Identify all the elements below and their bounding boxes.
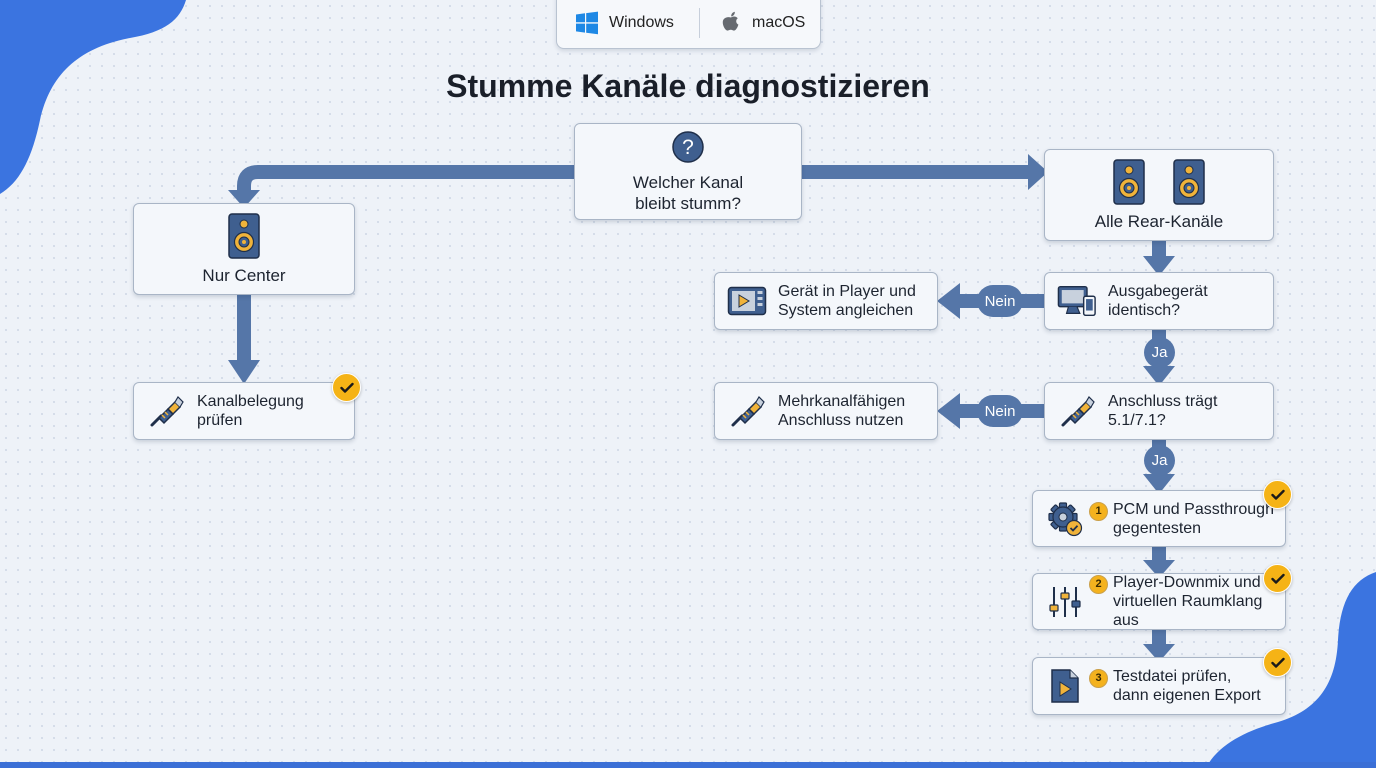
arrowhead-step2 bbox=[1143, 560, 1175, 578]
os-toggle: Windows macOS bbox=[556, 0, 821, 49]
node-ausgabegeraet-line2: identisch? bbox=[1108, 302, 1181, 319]
check-badge-step-3 bbox=[1263, 648, 1292, 677]
edge-label-ja: Ja bbox=[1144, 337, 1175, 368]
page-title: Stumme Kanäle diagnostizieren bbox=[446, 68, 930, 104]
checkmark-icon bbox=[1270, 657, 1285, 668]
arrowhead-step1 bbox=[1143, 474, 1175, 494]
os-toggle-divider bbox=[699, 7, 700, 38]
arrowhead-anschluss bbox=[1143, 366, 1175, 386]
question-icon: ? bbox=[672, 130, 704, 163]
node-geraet-player-line1: Gerät in Player und bbox=[778, 283, 916, 300]
node-mehrkanal-line2: Anschluss nutzen bbox=[778, 412, 904, 429]
macos-tab[interactable]: macOS bbox=[700, 0, 805, 48]
edge-label-nein: Nein bbox=[977, 285, 1023, 317]
node-geraet-player-line2: System angleichen bbox=[778, 302, 914, 319]
node-step-3-line1: Testdatei prüfen, bbox=[1113, 668, 1232, 685]
arrowhead-rear bbox=[1028, 154, 1048, 190]
checkmark-icon bbox=[1270, 489, 1285, 500]
edge-label-ja: Ja bbox=[1144, 445, 1175, 476]
node-ausgabegeraet-identisch: Ausgabegerät identisch? bbox=[1044, 272, 1274, 330]
node-step-1-line2: gegentesten bbox=[1113, 519, 1202, 537]
node-question-line2: bleibt stumm? bbox=[635, 193, 741, 213]
checkmark-icon bbox=[339, 382, 354, 393]
arrowhead-kanalbelegung bbox=[228, 360, 260, 384]
step-number-1: 1 bbox=[1089, 501, 1108, 521]
cable-plug-icon bbox=[731, 396, 765, 427]
speaker-pair-icon bbox=[1113, 158, 1205, 205]
node-step-2-line1: Player-Downmix und bbox=[1113, 574, 1261, 591]
node-nur-center: Nur Center bbox=[133, 203, 355, 295]
cable-plug-icon bbox=[150, 396, 184, 427]
windows-tab[interactable]: Windows bbox=[557, 0, 693, 48]
gear-check-icon bbox=[1048, 501, 1083, 536]
check-badge-step-2 bbox=[1263, 564, 1292, 593]
arrowhead-ausgabegeraet bbox=[1143, 256, 1175, 276]
node-question: ? Welcher Kanal bleibt stumm? bbox=[574, 123, 802, 220]
corner-shape-bottom-right bbox=[1206, 572, 1376, 768]
node-geraet-player-system: Gerät in Player und System angleichen bbox=[714, 272, 938, 330]
node-step-3: 3 Testdatei prüfen, dann eigenen Export bbox=[1032, 657, 1286, 715]
bottom-accent-bar bbox=[0, 762, 1376, 768]
node-kanalbelegung-line1: Kanalbelegung bbox=[197, 393, 304, 410]
node-step-2: 2 Player-Downmix und virtuellen Raumklan… bbox=[1032, 573, 1286, 630]
node-mehrkanal-anschluss: Mehrkanalfähigen Anschluss nutzen bbox=[714, 382, 938, 440]
node-step-1-line1: PCM und Passthrough bbox=[1113, 500, 1274, 518]
cable-plug-icon bbox=[1061, 396, 1095, 427]
connector-question-to-center bbox=[237, 165, 575, 192]
node-ausgabegeraet-line1: Ausgabegerät bbox=[1108, 283, 1208, 300]
node-alle-rear-kanaele: Alle Rear-Kanäle bbox=[1044, 149, 1274, 241]
apple-icon bbox=[722, 11, 739, 31]
step-number-2: 2 bbox=[1089, 575, 1108, 594]
step-number-3: 3 bbox=[1089, 669, 1108, 688]
node-kanalbelegung-pruefen: Kanalbelegung prüfen bbox=[133, 382, 355, 440]
arrowhead-step3 bbox=[1143, 644, 1175, 662]
windows-icon bbox=[576, 11, 598, 34]
check-badge-kanalbelegung bbox=[332, 373, 361, 402]
node-anschluss-line1: Anschluss trägt bbox=[1108, 393, 1218, 410]
speaker-icon bbox=[1113, 158, 1145, 205]
speaker-icon bbox=[1173, 158, 1205, 205]
node-kanalbelegung-line2: prüfen bbox=[197, 412, 243, 429]
check-badge-step-1 bbox=[1263, 480, 1292, 509]
arrowhead-center bbox=[228, 190, 260, 208]
edge-label-nein: Nein bbox=[977, 395, 1023, 427]
node-step-3-line2: dann eigenen Export bbox=[1113, 687, 1261, 704]
node-question-line1: Welcher Kanal bbox=[632, 172, 744, 192]
windows-label: Windows bbox=[609, 13, 674, 31]
macos-label: macOS bbox=[752, 13, 806, 31]
node-nur-center-label: Nur Center bbox=[202, 265, 286, 285]
mixer-sliders-icon bbox=[1049, 586, 1081, 617]
speaker-icon bbox=[228, 212, 260, 259]
node-step-2-line2: virtuellen Raumklang aus bbox=[1113, 593, 1263, 629]
monitor-device-icon bbox=[1057, 286, 1096, 316]
node-anschluss-line2: 5.1/7.1? bbox=[1108, 412, 1166, 429]
node-alle-rear-kanaele-label: Alle Rear-Kanäle bbox=[1094, 211, 1224, 231]
arrowhead-mehrkanal bbox=[937, 393, 960, 429]
arrowhead-geraet-player bbox=[937, 283, 960, 319]
node-anschluss-traegt: Anschluss trägt 5.1/7.1? bbox=[1044, 382, 1274, 440]
node-step-1: 1 PCM und Passthrough gegentesten bbox=[1032, 490, 1286, 547]
svg-text:?: ? bbox=[682, 136, 694, 159]
corner-shape-top-left bbox=[0, 0, 186, 194]
play-file-icon bbox=[1051, 669, 1079, 703]
node-mehrkanal-line1: Mehrkanalfähigen bbox=[778, 393, 906, 410]
checkmark-icon bbox=[1270, 573, 1285, 584]
video-player-icon bbox=[727, 286, 767, 316]
